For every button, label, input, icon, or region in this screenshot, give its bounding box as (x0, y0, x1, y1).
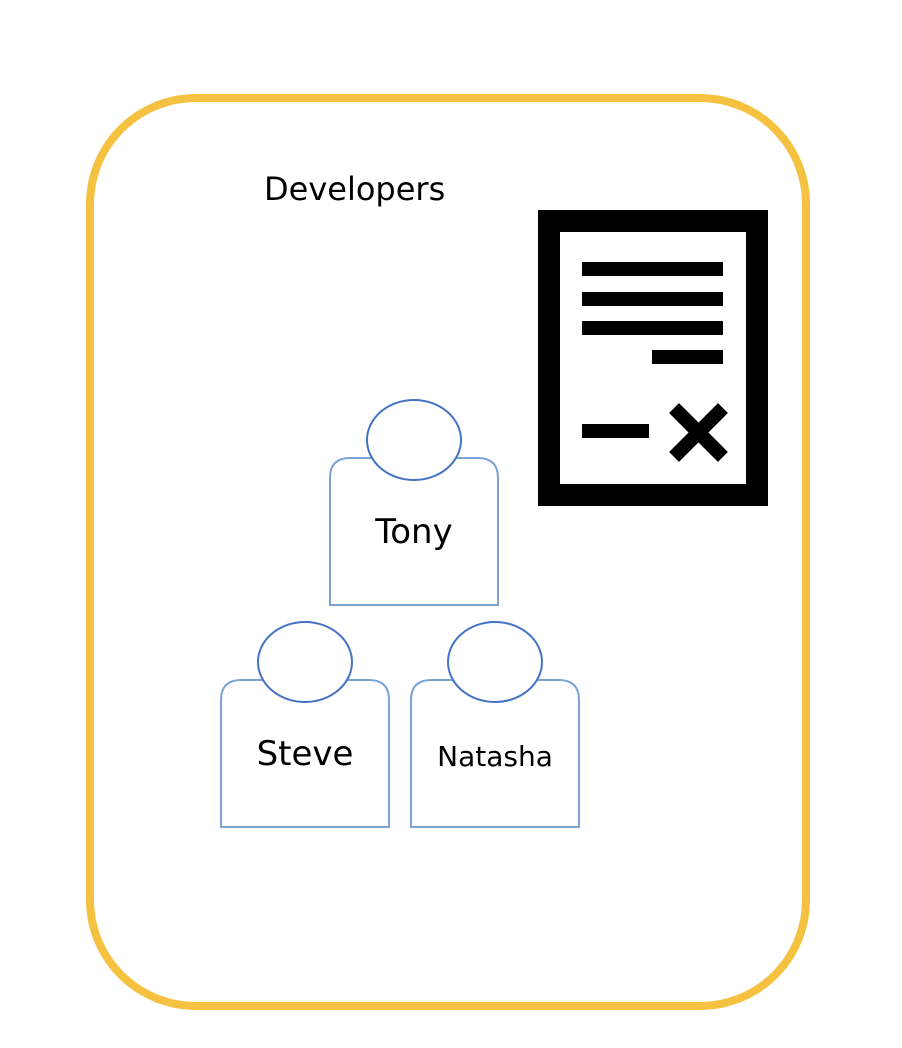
person-tony: Tony (329, 398, 499, 606)
group-label: Developers (264, 170, 446, 208)
person-icon (410, 621, 580, 828)
person-icon (329, 399, 499, 606)
person-natasha: Natasha (410, 620, 580, 828)
person-steve: Steve (220, 620, 390, 828)
person-name-tony: Tony (375, 512, 453, 552)
person-icon (220, 621, 390, 828)
person-name-steve: Steve (256, 734, 354, 774)
contract-document-icon (538, 210, 768, 506)
person-name-natasha: Natasha (437, 740, 553, 773)
